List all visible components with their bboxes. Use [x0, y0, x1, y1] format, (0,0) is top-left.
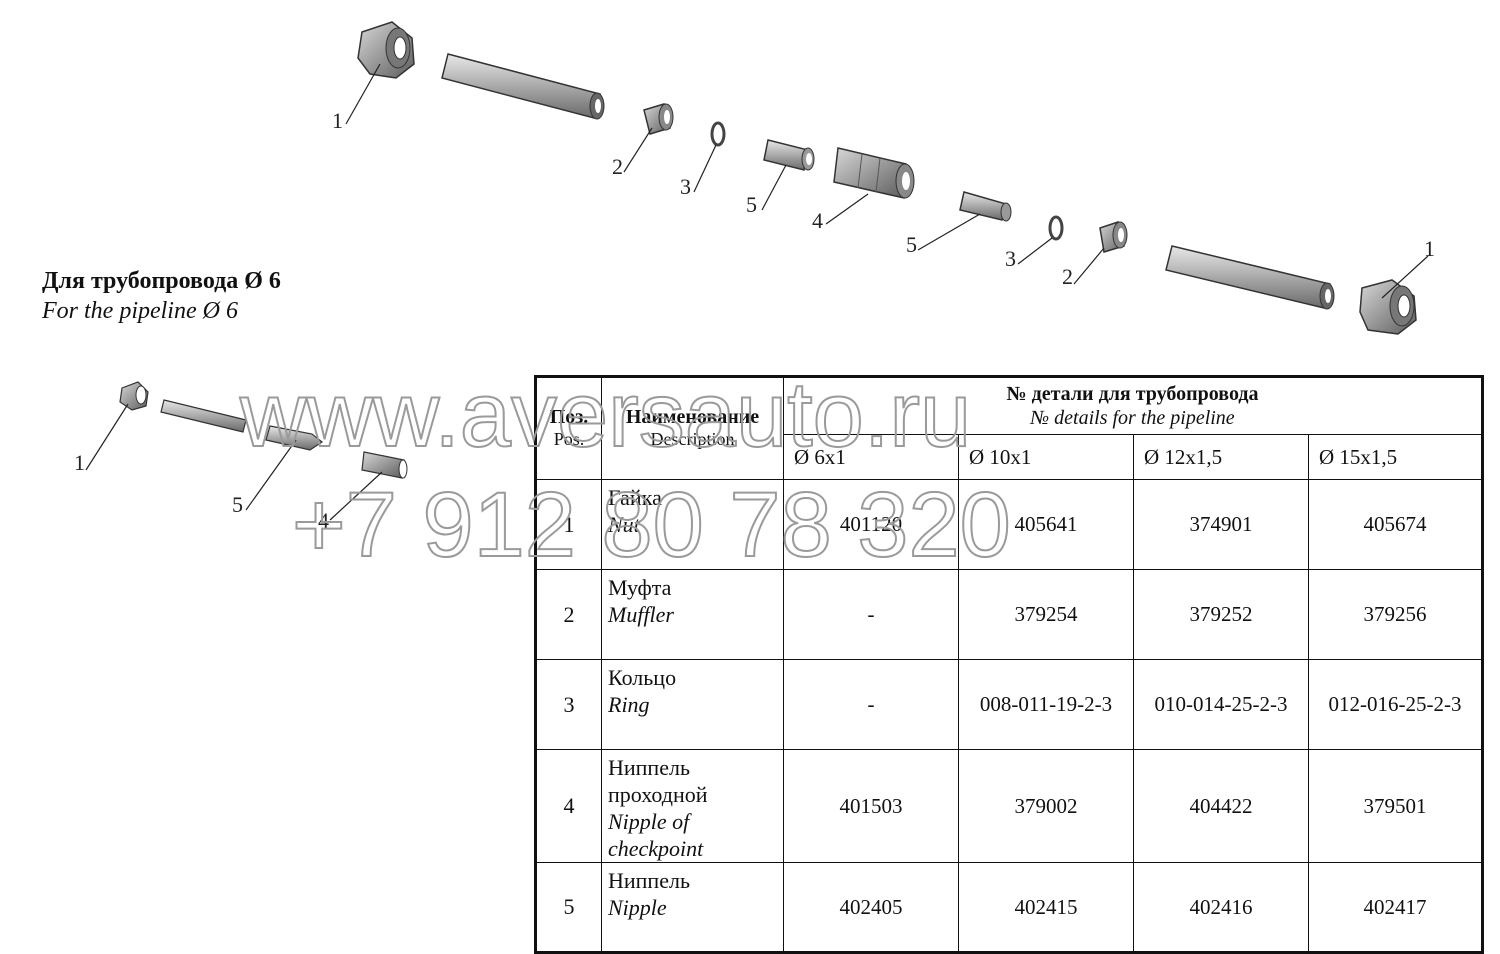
- table-row: 5 Ниппель Nipple 402405 402415 402416 40…: [535, 862, 1483, 953]
- part-number: 012-016-25-2-3: [1308, 659, 1483, 750]
- desc-header-ru: Наименование: [625, 406, 760, 428]
- part-number: 402405: [783, 862, 959, 953]
- ring-left: [710, 121, 726, 147]
- row-desc-ru: Муфта: [608, 575, 672, 600]
- row-desc: Гайка Nut: [601, 479, 784, 570]
- part-number: 401503: [783, 749, 959, 863]
- part-number: 402415: [958, 862, 1134, 953]
- diameter-header: Ø 6x1: [783, 434, 959, 480]
- row-pos: 1: [535, 479, 602, 570]
- row-pos: 2: [535, 569, 602, 660]
- row-desc: Ниппель Nipple: [601, 862, 784, 953]
- row-desc-ru: Гайка: [608, 485, 662, 510]
- row-pos: 3: [535, 659, 602, 750]
- part-number: 008-011-19-2-3: [958, 659, 1134, 750]
- pos-header-ru: Поз.: [549, 406, 589, 428]
- row-desc-ru: Ниппель: [608, 868, 690, 893]
- row-desc-en: Nipple of checkpoint: [608, 809, 704, 861]
- callout-5-left: 5: [746, 192, 757, 217]
- row-pos: 4: [535, 749, 602, 863]
- part-number: 379002: [958, 749, 1134, 863]
- part-number: 010-014-25-2-3: [1133, 659, 1309, 750]
- row-pos: 5: [535, 862, 602, 953]
- part-header-ru: № детали для трубопровода: [1006, 383, 1259, 405]
- part-number: 404422: [1133, 749, 1309, 863]
- part-number: 402416: [1133, 862, 1309, 953]
- small-tube: [160, 399, 247, 433]
- small-nut: [119, 381, 149, 411]
- callout-2-right: 2: [1062, 264, 1073, 289]
- callout-2-left: 2: [612, 154, 623, 179]
- callout-small-1: 1: [74, 450, 85, 475]
- part-number: 374901: [1133, 479, 1309, 570]
- callout-5-right: 5: [906, 232, 917, 257]
- part-number: 379252: [1133, 569, 1309, 660]
- coupling-left: [643, 103, 674, 135]
- row-desc-en: Nut: [608, 512, 640, 537]
- row-desc-ru: Ниппель проходной: [608, 755, 708, 807]
- row-desc: Кольцо Ring: [601, 659, 784, 750]
- callout-small-5: 5: [232, 492, 243, 517]
- part-number: 402417: [1308, 862, 1483, 953]
- ring-right: [1048, 215, 1064, 241]
- table-row: 3 Кольцо Ring - 008-011-19-2-3 010-014-2…: [535, 659, 1483, 750]
- desc-header-en: Description: [650, 429, 735, 449]
- desc-header: Наименование Description: [601, 376, 784, 480]
- coupling-right: [1099, 221, 1128, 253]
- part-number-header: № детали для трубопровода № details for …: [783, 376, 1483, 435]
- table-row: 4 Ниппель проходной Nipple of checkpoint…: [535, 749, 1483, 863]
- row-desc-ru: Кольцо: [608, 665, 677, 690]
- caption-ru: Для трубопровода Ø 6: [42, 268, 281, 294]
- pos-header: Поз. Pos.: [535, 376, 602, 480]
- part-number: 379501: [1308, 749, 1483, 863]
- nut-left: [357, 21, 415, 79]
- leader-lines: [85, 63, 1429, 521]
- nipple-left: [763, 139, 815, 171]
- callout-1-right: 1: [1424, 236, 1435, 261]
- callout-small-4: 4: [318, 508, 329, 533]
- nut-right: [1359, 279, 1417, 335]
- pos-header-en: Pos.: [553, 429, 585, 449]
- parts-table: Поз. Pos. Наименование Description № дет…: [534, 375, 1484, 954]
- part-number: -: [783, 569, 959, 660]
- diameter-header: Ø 15x1,5: [1308, 434, 1483, 480]
- through-nipple: [833, 147, 915, 199]
- table-row: 2 Муфта Muffler - 379254 379252 379256: [535, 569, 1483, 660]
- tube-left: [441, 53, 605, 120]
- part-header-en: № details for the pipeline: [1030, 407, 1235, 429]
- part-number: 405641: [958, 479, 1134, 570]
- nipple-right: [959, 191, 1012, 222]
- part-number: 401120: [783, 479, 959, 570]
- callout-3-left: 3: [680, 174, 691, 199]
- diameter-header: Ø 12x1,5: [1133, 434, 1309, 480]
- row-desc: Муфта Muffler: [601, 569, 784, 660]
- part-number: -: [783, 659, 959, 750]
- row-desc-en: Muffler: [608, 602, 674, 627]
- diameter-header: Ø 10x1: [958, 434, 1134, 480]
- small-through-nipple: [361, 451, 408, 479]
- callout-4: 4: [812, 208, 823, 233]
- row-desc-en: Nipple: [608, 895, 667, 920]
- callout-3-right: 3: [1005, 246, 1016, 271]
- caption-en: For the pipeline Ø 6: [42, 298, 238, 324]
- table-row: 1 Гайка Nut 401120 405641 374901 405674: [535, 479, 1483, 570]
- row-desc-en: Ring: [608, 692, 650, 717]
- part-number: 379256: [1308, 569, 1483, 660]
- part-number: 405674: [1308, 479, 1483, 570]
- small-nipple: [265, 425, 324, 451]
- row-desc: Ниппель проходной Nipple of checkpoint: [601, 749, 784, 863]
- part-number: 379254: [958, 569, 1134, 660]
- tube-right: [1165, 245, 1335, 310]
- callout-1-left: 1: [332, 108, 343, 133]
